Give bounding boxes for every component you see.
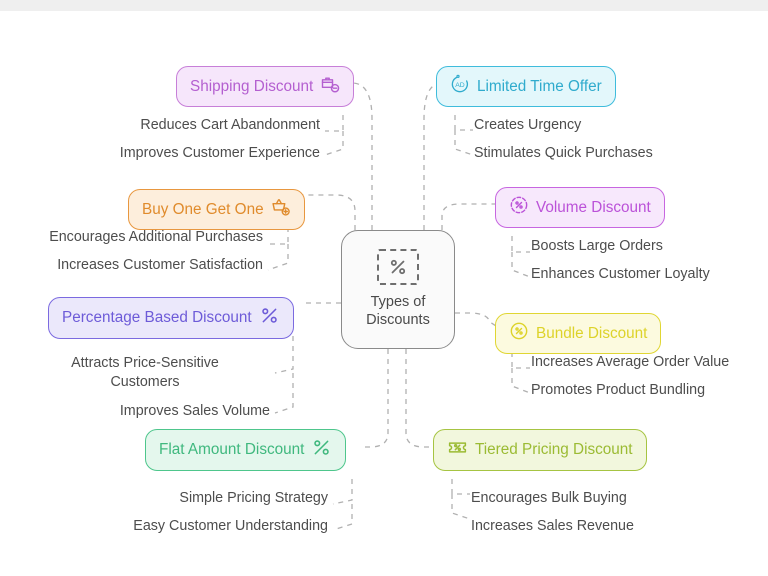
- node-volume-discount-label: Volume Discount: [536, 198, 651, 216]
- node-bundle-discount[interactable]: Bundle Discount: [495, 313, 662, 354]
- child-stub-bundle-1: [511, 352, 530, 369]
- percent-dashed-box-icon: [377, 249, 419, 286]
- percent-icon: [259, 305, 280, 331]
- child-stub-tiered-2: [451, 494, 471, 520]
- children-shipping-discount: Reduces Cart Abandonment Improves Custom…: [40, 116, 320, 163]
- children-flat-amount-discount: Simple Pricing Strategy Easy Customer Un…: [20, 489, 328, 536]
- window-top-bar: [0, 0, 768, 11]
- ad-badge-icon: AD: [450, 74, 470, 99]
- mindmap-canvas: Types of Discounts Shipping Discount Red…: [0, 11, 768, 576]
- children-limited-time-offer: Creates Urgency Stimulates Quick Purchas…: [474, 116, 759, 163]
- child-stub-shipping-2: [324, 131, 344, 156]
- percent-dashed-circle-icon: [509, 195, 529, 220]
- center-node[interactable]: Types of Discounts: [341, 230, 455, 349]
- node-tiered-pricing-discount[interactable]: Tiered Pricing Discount: [433, 429, 647, 471]
- connector-volume-discount: [441, 203, 496, 230]
- connector-tiered-pricing-discount: [405, 349, 434, 448]
- child-item: Boosts Large Orders: [531, 238, 663, 254]
- child-stub-volume-1: [511, 236, 530, 253]
- children-buy-one-get-one: Encourages Additional Purchases Increase…: [0, 228, 263, 275]
- svg-text:AD: AD: [455, 82, 465, 89]
- child-item: Encourages Additional Purchases: [49, 229, 263, 245]
- connector-flat-amount-discount: [361, 349, 389, 448]
- children-tiered-pricing-discount: Encourages Bulk Buying Increases Sales R…: [471, 489, 731, 536]
- child-stub-percentage-1: [274, 336, 294, 374]
- child-stub-percentage-2: [274, 373, 294, 414]
- children-percentage-based-discount: Attracts Price-Sensitive Customers Impro…: [20, 354, 270, 421]
- children-volume-discount: Boosts Large Orders Enhances Customer Lo…: [531, 237, 761, 284]
- node-shipping-discount[interactable]: Shipping Discount: [176, 66, 355, 107]
- node-shipping-discount-label: Shipping Discount: [190, 77, 314, 95]
- child-item: Increases Average Order Value: [531, 354, 730, 370]
- basket-plus-icon: [271, 197, 291, 222]
- child-item: Increases Sales Revenue: [471, 518, 634, 534]
- node-flat-amount-discount[interactable]: Flat Amount Discount: [145, 429, 347, 471]
- child-stub-bogo-2: [267, 244, 289, 271]
- child-item: Easy Customer Understanding: [133, 518, 328, 534]
- child-item: Creates Urgency: [474, 117, 582, 133]
- child-item: Attracts Price-Sensitive Customers: [71, 355, 219, 390]
- child-stub-lto-2: [454, 130, 474, 156]
- child-item: Stimulates Quick Purchases: [474, 145, 653, 161]
- child-stub-flat-1: [332, 479, 353, 505]
- child-item: Encourages Bulk Buying: [471, 490, 627, 506]
- child-item: Improves Customer Experience: [119, 145, 320, 161]
- node-buy-one-get-one[interactable]: Buy One Get One: [128, 189, 305, 230]
- child-stub-lto-1: [454, 115, 473, 131]
- node-flat-amount-discount-label: Flat Amount Discount: [159, 441, 305, 459]
- connector-buy-one-get-one: [296, 194, 356, 230]
- node-volume-discount[interactable]: Volume Discount: [495, 187, 665, 228]
- package-minus-icon: [320, 74, 340, 99]
- child-item: Increases Customer Satisfaction: [57, 257, 263, 273]
- child-stub-volume-2: [511, 252, 531, 278]
- child-item: Improves Sales Volume: [119, 403, 270, 419]
- child-stub-flat-2: [332, 504, 353, 531]
- connector-bundle-discount: [455, 312, 497, 327]
- child-item: Simple Pricing Strategy: [179, 490, 328, 506]
- node-tiered-pricing-discount-label: Tiered Pricing Discount: [475, 441, 633, 459]
- child-stub-bundle-2: [511, 368, 531, 394]
- percent-icon: [311, 437, 332, 463]
- node-limited-time-offer[interactable]: AD Limited Time Offer: [436, 66, 616, 107]
- child-item: Reduces Cart Abandonment: [140, 117, 320, 133]
- node-buy-one-get-one-label: Buy One Get One: [142, 200, 264, 218]
- child-stub-shipping-1: [325, 115, 344, 132]
- node-limited-time-offer-label: Limited Time Offer: [477, 77, 602, 95]
- node-bundle-discount-label: Bundle Discount: [536, 324, 648, 342]
- child-stub-tiered-1: [451, 479, 470, 495]
- ticket-percent-icon: [447, 437, 468, 463]
- percent-circle-icon: [509, 321, 529, 346]
- center-node-label: Types of Discounts: [366, 294, 430, 328]
- node-percentage-based-discount-label: Percentage Based Discount: [62, 309, 252, 327]
- child-item: Promotes Product Bundling: [531, 382, 706, 398]
- children-bundle-discount: Increases Average Order Value Promotes P…: [531, 353, 768, 400]
- node-percentage-based-discount[interactable]: Percentage Based Discount: [48, 297, 294, 339]
- child-item: Enhances Customer Loyalty: [531, 266, 710, 282]
